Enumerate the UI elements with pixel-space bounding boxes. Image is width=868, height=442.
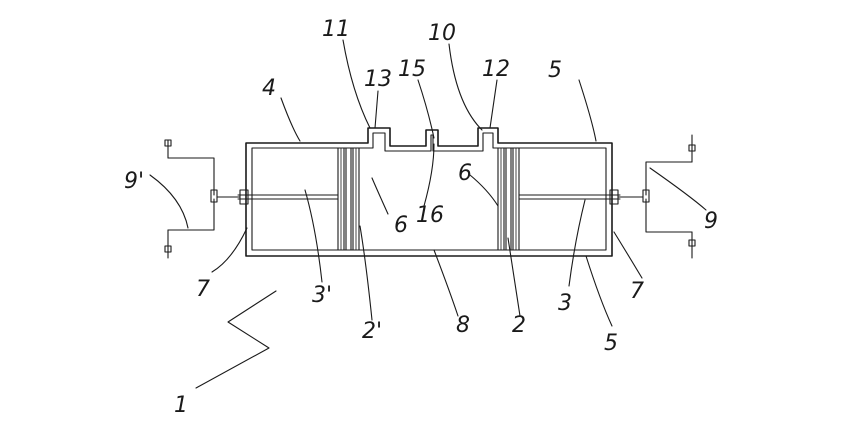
label-7-left: 7 (196, 277, 210, 302)
label-8: 8 (456, 313, 470, 338)
label-9-prime: 9' (124, 169, 144, 194)
switch-left (164, 139, 241, 259)
label-11: 11 (322, 17, 350, 42)
label-6-left: 6 (394, 213, 408, 238)
piston-right (497, 147, 520, 251)
leader-lines (149, 39, 707, 327)
reference-numerals: 1 2 2' 3 3' 4 5 5 6 6 7 7 8 9 9' 10 11 1… (124, 17, 718, 418)
label-4: 4 (262, 76, 276, 101)
label-6-right: 6 (458, 161, 472, 186)
reference-arrow-1 (195, 290, 277, 389)
switch-right (617, 134, 696, 259)
label-16: 16 (416, 203, 444, 228)
label-1: 1 (174, 393, 188, 418)
label-5-top: 5 (548, 58, 562, 83)
label-3-prime: 3' (312, 283, 332, 308)
label-12: 12 (482, 57, 510, 82)
label-3: 3 (558, 291, 572, 316)
label-10: 10 (428, 21, 456, 46)
label-7-right: 7 (630, 279, 644, 304)
label-5-bottom: 5 (604, 331, 618, 356)
label-13: 13 (364, 67, 392, 92)
label-2: 2 (512, 313, 526, 338)
housing (245, 127, 613, 257)
piston-left (337, 147, 360, 251)
label-9: 9 (704, 209, 718, 234)
piston-rods (237, 189, 621, 205)
label-2-prime: 2' (362, 319, 382, 344)
label-15: 15 (398, 57, 426, 82)
